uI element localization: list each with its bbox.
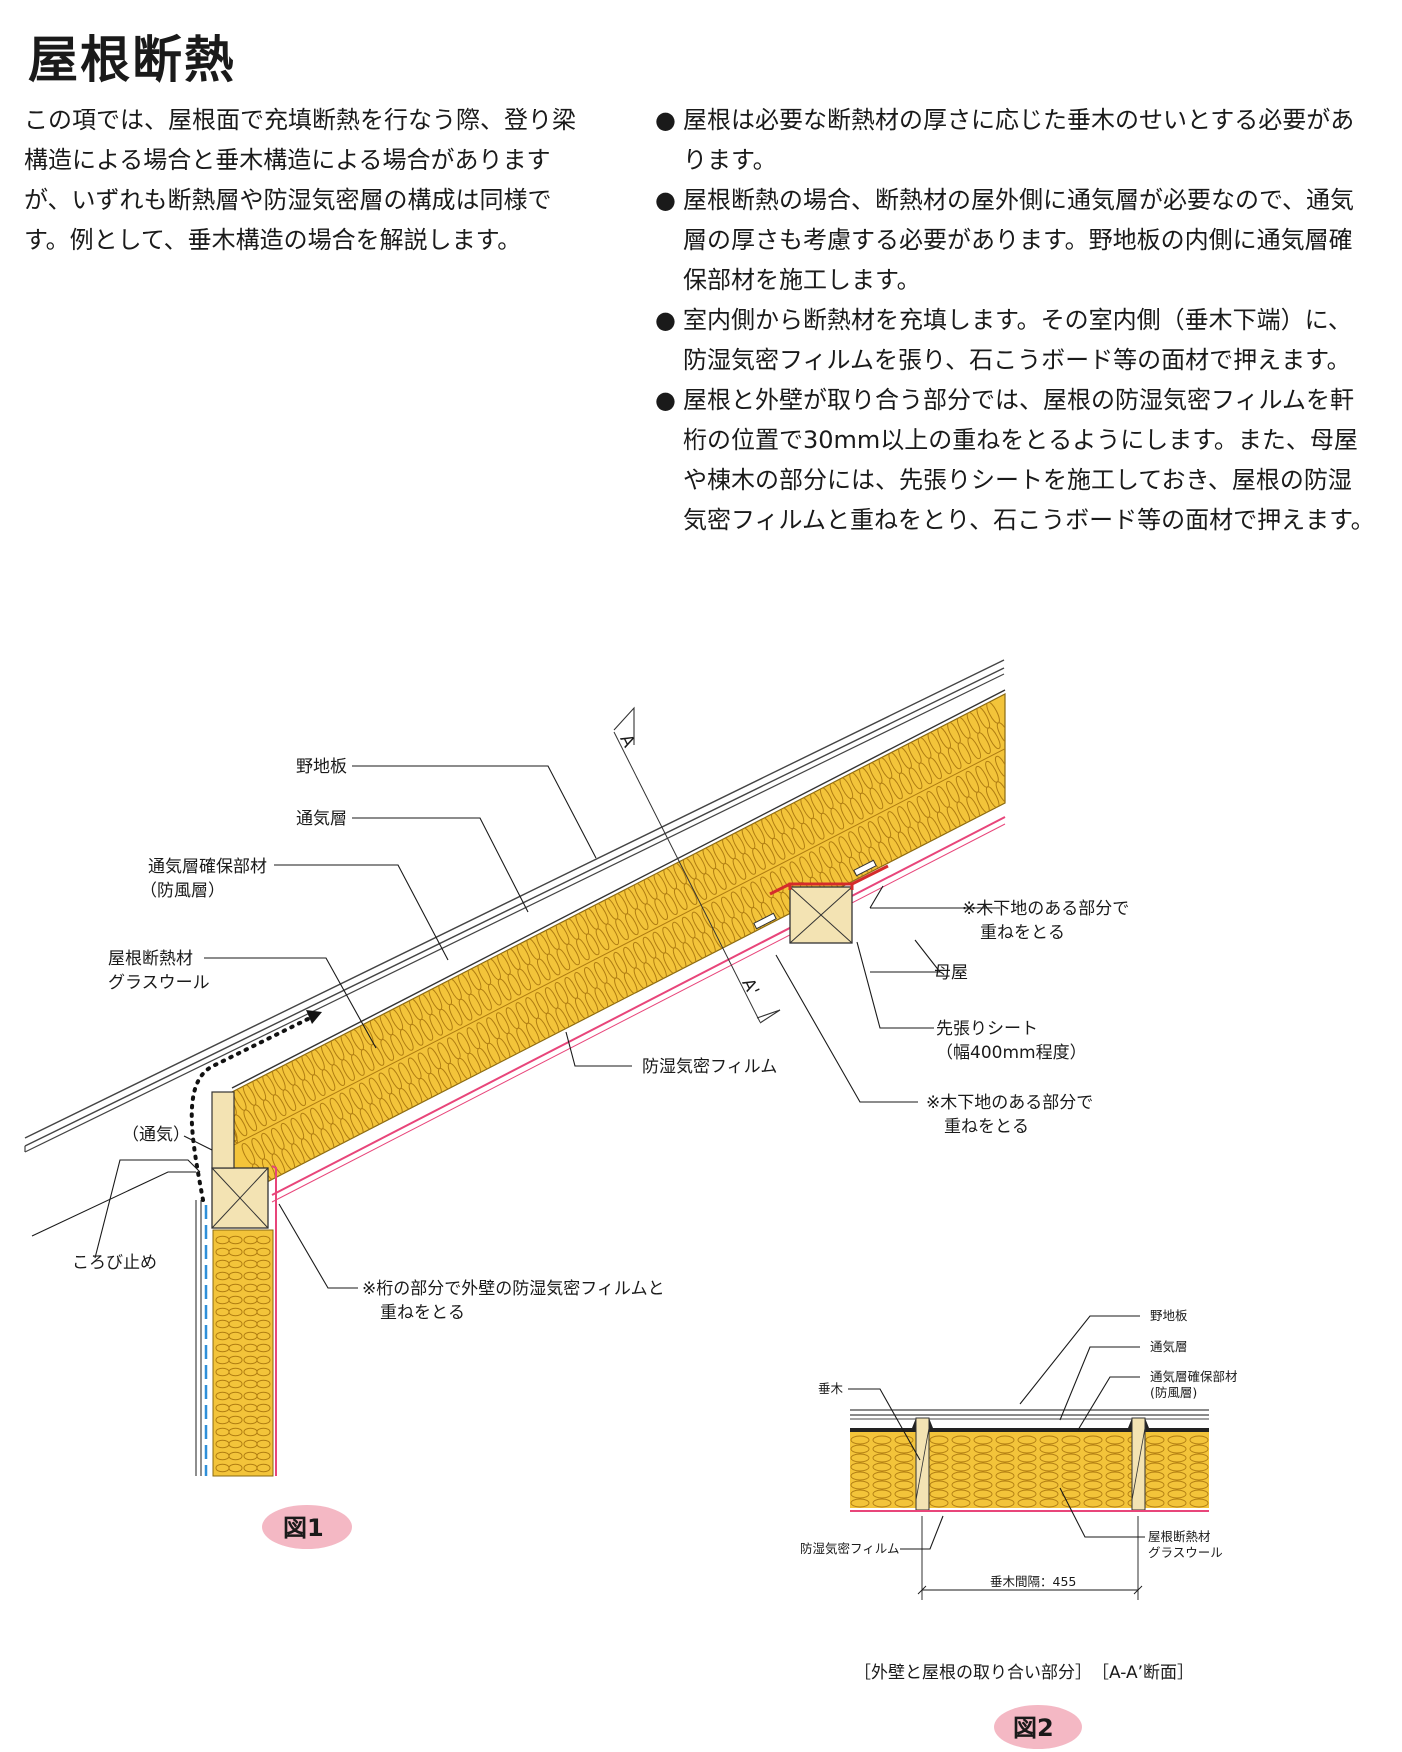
fig2-label-spacing: 垂木間隔：455 <box>990 1574 1076 1589</box>
fig2-label-tsukiso: 通気層 <box>1150 1339 1188 1354</box>
label-note-mid: ※木下地のある部分で <box>926 1093 1093 1113</box>
svg-text:図1: 図1 <box>283 1514 324 1542</box>
fig2-label-taruki: 垂木 <box>818 1381 844 1396</box>
purlin-block <box>753 859 889 944</box>
label-note-mid-sub: 重ねをとる <box>944 1117 1029 1137</box>
figure-caption: ［外壁と屋根の取り合い部分］ ［A-A’断面］ <box>854 1663 1194 1683</box>
label-note-keta-sub: 重ねをとる <box>380 1303 465 1323</box>
label-sakibari: 先張りシート <box>936 1019 1038 1039</box>
airflow-arrow <box>189 1010 322 1202</box>
label-dannetsu: 屋根断熱材 <box>108 949 193 969</box>
roof-vapor-film <box>271 816 1006 1196</box>
fig2-label-kakuho: 通気層確保部材 <box>1150 1369 1238 1384</box>
label-note-keta: ※桁の部分で外壁の防湿気密フィルムと <box>362 1279 665 1299</box>
bullet-list: 屋根は必要な断熱材の厚さに応じた垂木のせいとする必要があります。 屋根断熱の場合… <box>655 100 1375 540</box>
figure-1-leaders <box>31 765 1000 1289</box>
label-kakuho: 通気層確保部材 <box>148 857 267 877</box>
label-moya: 母屋 <box>934 963 968 983</box>
blocking-korobi <box>211 1091 235 1169</box>
wall-assembly <box>195 1165 277 1477</box>
fig2-label-dannetsu-sub: グラスウール <box>1148 1545 1223 1560</box>
figure-2-section: 野地板 通気層 通気層確保部材 (防風層) 垂木 防湿気密フィルム 屋根断熱材 … <box>800 1308 1238 1749</box>
figure-2-labels: 野地板 通気層 通気層確保部材 (防風層) 垂木 防湿気密フィルム 屋根断熱材 … <box>800 1308 1238 1589</box>
label-note-top: ※木下地のある部分で <box>962 899 1129 919</box>
figure-2-leaders <box>848 1315 1145 1600</box>
eave-beam <box>211 1167 269 1229</box>
roof-sheathing <box>24 659 1005 1153</box>
label-sakibari-sub: （幅400mm程度） <box>936 1043 1087 1063</box>
label-note-top-sub: 重ねをとる <box>980 923 1065 943</box>
intro-paragraph: この項では、屋根面で充填断熱を行なう際、登り梁構造による場合と垂木構造による場合… <box>24 106 576 254</box>
label-boshitsu: 防湿気密フィルム <box>642 1057 777 1077</box>
bullet-item: 屋根断熱の場合、断熱材の屋外側に通気層が必要なので、通気層の厚さも考慮する必要が… <box>655 180 1375 300</box>
fig2-sheathing <box>850 1409 1209 1420</box>
fig2-label-boshitsu: 防湿気密フィルム <box>800 1541 900 1556</box>
label-korobi: ころび止め <box>72 1253 157 1273</box>
fig2-label-kakuho-sub: (防風層) <box>1150 1385 1197 1400</box>
fig2-windbreak <box>850 1418 1209 1432</box>
page-title: 屋根断熱 <box>28 31 236 89</box>
label-kakuho-sub: （防風層） <box>140 881 225 901</box>
bullet-item: 屋根と外壁が取り合う部分では、屋根の防湿気密フィルムを軒桁の位置で30mm以上の… <box>655 380 1375 540</box>
label-tsukiso: 通気層 <box>296 809 347 829</box>
fig2-rafters <box>915 1417 1146 1511</box>
figure-2-badge: 図2 <box>994 1705 1082 1749</box>
section-a-label: A <box>615 731 638 751</box>
label-tsuki-paren: （通気） <box>122 1125 190 1145</box>
label-dannetsu-sub: グラスウール <box>108 973 210 993</box>
fig2-insulation-coils <box>850 1435 1209 1508</box>
fig2-label-nojiita: 野地板 <box>1150 1308 1188 1323</box>
figure-1-labels: 野地板 通気層 通気層確保部材 （防風層） 屋根断熱材 グラスウール （通気） … <box>72 757 1129 1323</box>
label-nojiita: 野地板 <box>296 757 347 777</box>
figure-1-badge: 図1 <box>262 1505 352 1549</box>
section-a2-label: A' <box>737 975 762 999</box>
bullet-item: 室内側から断熱材を充填します。その室内側（垂木下端）に、防湿気密フィルムを張り、… <box>655 300 1375 380</box>
fig2-label-dannetsu: 屋根断熱材 <box>1148 1529 1211 1544</box>
svg-text:図2: 図2 <box>1013 1714 1054 1742</box>
figure-1-eaves-detail: A A' 野地板 通気層 通気層確保部材 （防風層） <box>24 659 1129 1549</box>
roof-vapor-film-inner <box>271 823 1006 1203</box>
bullet-item: 屋根は必要な断熱材の厚さに応じた垂木のせいとする必要があります。 <box>655 100 1375 180</box>
